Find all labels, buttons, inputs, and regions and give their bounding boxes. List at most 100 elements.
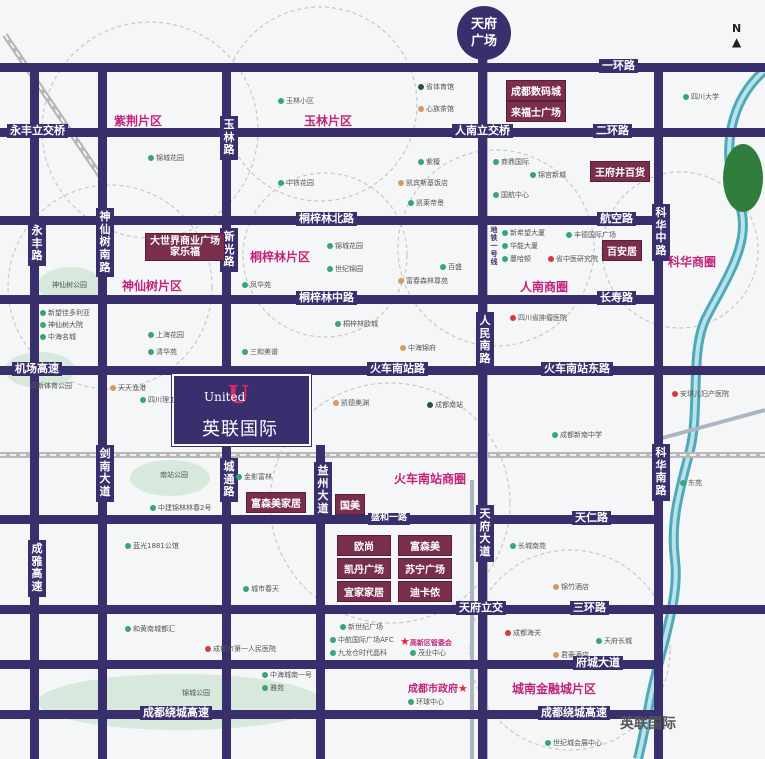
poi-shenxianda: 神仙树大院 — [40, 320, 83, 330]
ring3-label: 三环路 — [570, 601, 609, 616]
kehua-middle-label: 科华中路 — [652, 204, 670, 261]
jichang-label: 机场高速 — [12, 362, 62, 377]
poi-tianfu-changcheng: 天府长城 — [596, 636, 632, 646]
kehua-south-label: 科华南路 — [652, 444, 670, 501]
poi-mingcheng-2: 锦城花园 — [327, 241, 363, 251]
district-zijing: 紫荆片区 — [114, 114, 163, 128]
tianren-label: 天仁路 — [572, 511, 611, 526]
poi-xinan: 成都新南中学 — [552, 430, 602, 440]
poi-fuchun: 富春森林尊苑 — [398, 276, 448, 286]
kehua-road — [654, 63, 663, 759]
poi-zhonghai-y: 中海城南一号 — [262, 670, 312, 680]
poi-kehuamei: 凯德美渊 — [333, 398, 369, 408]
poi-gaoxin-tiyu: 高新体育公园 — [30, 382, 72, 390]
poi-huaneng: 华能大厦 — [502, 241, 538, 251]
hangkong-label: 航空路 — [597, 212, 636, 227]
raocheng-label: 成都绕城高速 — [140, 706, 212, 721]
district-rennan: 人南商圈 — [520, 280, 569, 294]
poi-zhongfu: 中铁花园 — [278, 178, 314, 188]
ring1-road — [0, 63, 765, 72]
store-oushang: 欧尚 — [337, 535, 391, 556]
yongfeng-bridge-label: 永丰立交桥 — [7, 124, 68, 139]
poi-zhongyi: 省中医研究院 — [548, 254, 598, 264]
store-guomei: 国美 — [335, 494, 365, 515]
poi-nanzhan-park: 南站公园 — [160, 471, 188, 479]
tianfu-interchange-label: 天府立交 — [456, 601, 506, 616]
poi-mingcheng: 锦城花园 — [148, 153, 184, 163]
poi-east: 东苑 — [680, 478, 702, 488]
fucheng-road — [0, 660, 660, 669]
shenxian-road-label: 神仙树南路 — [96, 208, 114, 278]
chengya-label: 成雅高速 — [28, 540, 46, 597]
store-fusenmei-1: 富森美家居 — [246, 492, 306, 513]
district-yulin: 玉林片区 — [304, 114, 353, 128]
yongfeng-road — [30, 63, 39, 759]
poi-sailing: 蔓哈顿 — [502, 254, 531, 264]
poi-zhongqi: 中航国际广场AFC — [330, 635, 394, 645]
renan-bridge-label: 人南立交桥 — [452, 124, 513, 139]
ring3-road — [0, 605, 765, 614]
ring2-label: 二环路 — [593, 124, 632, 139]
poi-baoer: 百盛 — [440, 262, 462, 272]
poi-zhongjian: 中建锦林林春2号 — [150, 503, 211, 513]
poi-shiji: 世纪锦园 — [327, 264, 363, 274]
yulin-road-label: 玉林路 — [220, 116, 238, 160]
tianfu-ave-label: 天府大道 — [476, 505, 494, 562]
poi-jinling: 金影富林 — [236, 472, 272, 482]
huoche-south-label: 火车南站路 — [367, 362, 428, 377]
poi-anjian: 安琪儿妇产医院 — [672, 389, 729, 399]
raocheng-road — [0, 710, 660, 719]
store-yijia: 宜家家居 — [337, 581, 391, 602]
fucheng-label: 府城大道 — [573, 656, 623, 671]
poi-ziqing: 紫檀 — [418, 157, 440, 167]
poi-guanghua: 中海名城 — [40, 332, 76, 342]
store-suning: 苏宁广场 — [398, 558, 452, 579]
poi-huanqiu: 环球中心 — [408, 697, 444, 707]
poi-lanwuguan: 蓝光1881公馆 — [125, 541, 179, 551]
store-kaidan: 凯丹广场 — [337, 558, 391, 579]
poi-sanhe: 三和美谱 — [242, 347, 278, 357]
poi-xinxin: 新希望大厦 — [502, 228, 545, 238]
poi-xinlingyuan: 心族茶馆 — [418, 104, 454, 114]
jiannan-label: 剑南大道 — [96, 445, 114, 502]
raocheng-label-2: 成都绕城高速 — [538, 706, 610, 721]
poi-zhonghai-jf: 中海锦府 — [400, 343, 436, 353]
poi-jincheng-park: 锦城公园 — [182, 689, 210, 697]
huoche-south-east-label: 火车南站东路 — [541, 362, 613, 377]
ring1-label: 一环路 — [599, 59, 638, 74]
poi-sichuan-lg: 四川理工 — [140, 395, 176, 405]
tongzi-north-label: 桐梓林北路 — [296, 212, 357, 227]
poi-yulin-xiaoqu: 玉林小区 — [278, 96, 314, 106]
north-arrow-icon: N▲ — [732, 22, 742, 49]
store-shijie: 大世界商业广场 家乐福 — [145, 233, 225, 261]
logo-brand-cn: 英联国际 — [202, 419, 278, 440]
poi-shangmao: 商鼎国际 — [493, 157, 529, 167]
poi-junhao: 君豪酒店 — [553, 650, 589, 660]
district-huochezhan: 火车南站商圈 — [394, 472, 467, 486]
tianfu-square-title: 天府 广场 — [457, 6, 511, 60]
poi-chengdu-haiguan: 成都海关 — [505, 628, 541, 638]
yizhou-label: 益州大道 — [314, 462, 332, 519]
yizhou-road — [316, 445, 325, 759]
yongfeng-road-label: 永丰路 — [28, 222, 46, 266]
logo-brand-en: United — [204, 390, 246, 404]
poi-sichuan-zongyi: 四川省肿瘤医院 — [510, 313, 567, 323]
store-wangfujing: 王府井百货 — [590, 161, 650, 182]
poi-huoche-station: 成都南站 — [427, 400, 463, 410]
district-shenxianshu: 神仙树片区 — [122, 279, 183, 293]
store-digital: 成都数码城 — [506, 80, 566, 101]
tianren-road — [0, 515, 660, 524]
poi-tiantian: 天天渔港 — [110, 383, 146, 393]
poi-heyu: 和黄南城都汇 — [125, 624, 175, 634]
poi-kaiyun: 凯莱帝景 — [408, 198, 444, 208]
poi-fengmao: 丰德国际广场 — [566, 230, 616, 240]
poi-kaibin: 凯宾斯基饭店 — [398, 178, 448, 188]
poi-changcheng: 长城南苑 — [510, 541, 546, 551]
metro-label: 地铁一号线 — [490, 226, 498, 267]
poi-huaxiayuan: 清华苑 — [148, 347, 177, 357]
poi-gov: 成都市政府★ — [408, 682, 468, 695]
renmin-road — [478, 50, 487, 759]
poi-jinguan: 锦宫新城 — [530, 170, 566, 180]
poi-shengti: 省体育馆 — [418, 82, 454, 92]
